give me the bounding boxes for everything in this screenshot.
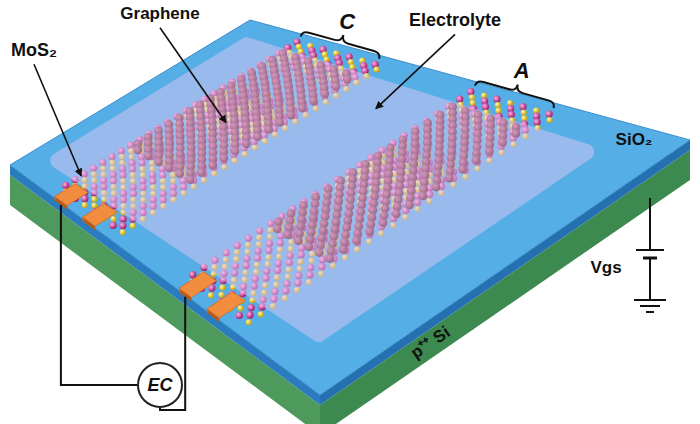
leader-line <box>160 28 226 123</box>
s-atom <box>547 117 553 123</box>
wire <box>649 198 651 250</box>
leaders <box>34 28 554 176</box>
material-label: Electrolyte <box>409 10 501 31</box>
mo-atom <box>120 215 127 222</box>
s-atom <box>495 102 501 108</box>
s-atom <box>469 94 475 100</box>
s-atom <box>130 223 136 229</box>
mo-atom <box>493 96 500 103</box>
channel-label: C <box>339 9 355 34</box>
mo-atom <box>110 222 117 229</box>
wire <box>649 258 651 300</box>
s-atom <box>208 292 214 298</box>
wires <box>61 205 185 410</box>
electrode-pad <box>55 184 88 206</box>
electrode-pad <box>179 272 217 298</box>
ground-symbol <box>634 299 666 301</box>
meter-circle: EC <box>137 362 183 408</box>
mo-atom <box>236 312 243 319</box>
s-atom <box>348 59 354 65</box>
electrode-pad <box>207 292 246 318</box>
s-atom <box>470 100 476 106</box>
wire <box>61 205 160 385</box>
s-atom <box>91 202 97 208</box>
mo-atom <box>482 103 489 110</box>
leader-line <box>376 34 455 108</box>
meter-label: EC <box>147 375 172 396</box>
electrolyte-region <box>58 45 586 334</box>
mo-atom <box>248 304 255 311</box>
mo-atom <box>546 111 553 118</box>
gate-circuit <box>634 198 666 312</box>
battery-symbol <box>636 249 664 251</box>
material-label: MoS₂ <box>11 40 57 61</box>
s-atom <box>374 67 380 73</box>
channel-label: A <box>514 58 530 83</box>
mo-atom <box>119 222 126 229</box>
s-atom <box>521 110 527 116</box>
layer-label: SiO₂ <box>616 130 653 150</box>
s-atom <box>533 107 539 113</box>
electrolyte-region <box>58 45 586 334</box>
leader-line <box>34 64 81 176</box>
s-atom <box>521 115 527 121</box>
electrode-pad <box>83 203 118 226</box>
ground-symbol <box>640 305 660 307</box>
s-atom <box>507 100 513 106</box>
oxide-top <box>10 20 690 395</box>
bracket <box>301 32 380 58</box>
mo-atom <box>456 96 463 103</box>
voltage-label: Vgs <box>590 258 621 278</box>
s-atom <box>258 311 264 317</box>
substrate-slab <box>10 20 690 424</box>
mo-atom <box>246 311 253 318</box>
s-atom <box>82 202 88 208</box>
bracket <box>475 82 554 108</box>
mo-atom <box>534 119 541 126</box>
mo-atom <box>519 103 526 110</box>
s-atom <box>238 305 244 311</box>
s-atom <box>219 285 225 291</box>
material-label: Graphene <box>120 4 199 24</box>
s-atom <box>495 108 501 114</box>
electrolyte-and-electrodes <box>55 45 587 334</box>
s-atom <box>218 292 224 298</box>
mo-atom <box>508 111 515 118</box>
s-atom <box>110 216 116 222</box>
ground-symbol <box>646 311 654 313</box>
s-atom <box>246 319 252 325</box>
mo-atom <box>467 88 474 95</box>
s-atom <box>120 229 126 235</box>
s-atom <box>91 196 97 202</box>
